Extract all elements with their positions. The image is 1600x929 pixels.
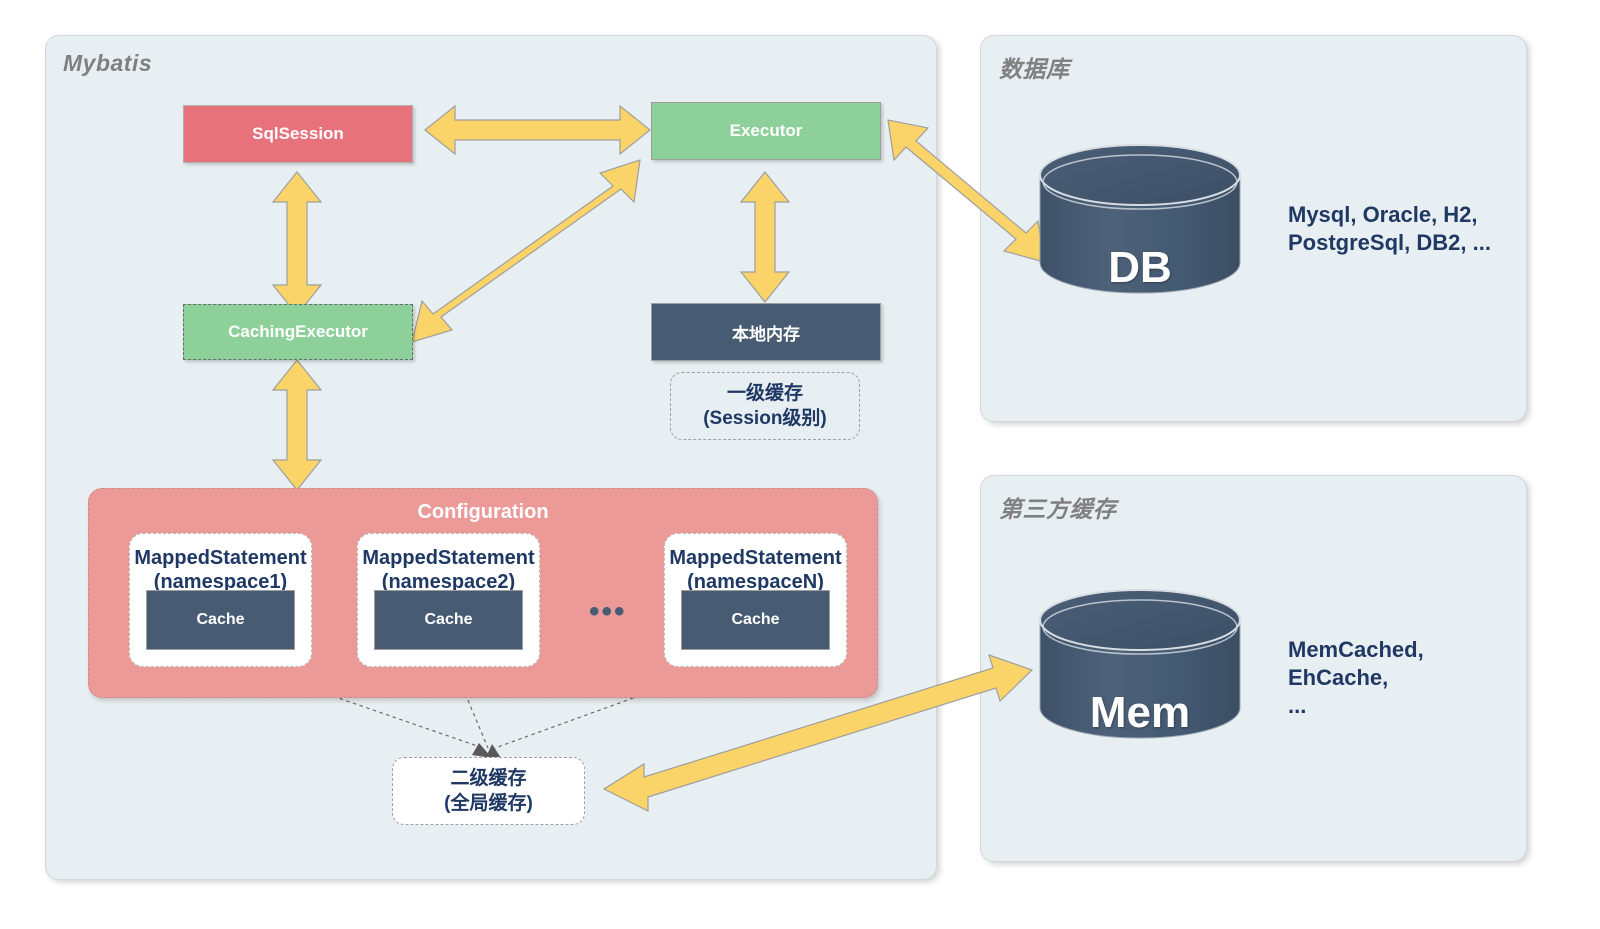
note-first-level-cache: 一级缓存 (Session级别) [670, 372, 860, 440]
configuration-title: Configuration [417, 501, 549, 523]
node-sqlsession-label: SqlSession [252, 124, 344, 143]
dotline-cache1 [213, 654, 484, 749]
mem-cylinder-label: Mem [1089, 688, 1191, 737]
dotline-arrowhead2 [486, 744, 501, 758]
cache-box-1[interactable]: Cache [146, 590, 295, 650]
db-cylinder [1039, 144, 1241, 294]
node-local-memory[interactable]: 本地内存 [651, 303, 881, 361]
cache-box-1-label: Cache [196, 611, 245, 628]
node-local-memory-label: 本地内存 [732, 324, 800, 344]
node-caching-executor[interactable]: CachingExecutor [183, 304, 413, 360]
node-executor-label: Executor [729, 121, 803, 140]
arrow-sqlsession-executor [424, 104, 651, 156]
mapped-statement-n-namespace: (namespaceN) [687, 571, 824, 593]
first-level-cache-line1: 一级缓存 [726, 382, 803, 404]
mapped-statement-2-namespace: (namespace2) [381, 571, 516, 593]
note-second-level-cache: 二级缓存 (全局缓存) [392, 757, 585, 825]
mem-cylinder [1039, 589, 1241, 739]
panel-mybatis-title: Mybatis [63, 50, 153, 76]
cache-box-n-label: Cache [731, 611, 780, 628]
third-party-cache-tech-list: MemCached, EhCache, ... [1288, 637, 1424, 719]
cache-box-n[interactable]: Cache [681, 590, 830, 650]
database-tech-list: Mysql, Oracle, H2, PostgreSql, DB2, ... [1288, 202, 1491, 256]
arrow-secondlevelcache-mem [602, 654, 1034, 812]
first-level-cache-line2: (Session级别) [703, 408, 827, 429]
mapped-statement-1[interactable]: MappedStatement (namespace1) Cache [129, 533, 312, 667]
cache-box-2[interactable]: Cache [374, 590, 523, 650]
second-level-cache-line1: 二级缓存 [450, 767, 527, 789]
panel-database-title: 数据库 [999, 56, 1070, 82]
cache-box-2-label: Cache [424, 611, 473, 628]
node-sqlsession[interactable]: SqlSession [183, 105, 413, 163]
mapped-statement-1-title: MappedStatement [134, 547, 307, 569]
node-caching-executor-label: CachingExecutor [228, 322, 368, 341]
mapped-statement-ellipsis: ••• [589, 595, 627, 628]
arrow-executor-localmemory [739, 171, 791, 303]
mapped-statement-n-title: MappedStatement [669, 547, 842, 569]
second-level-cache-line2: (全局缓存) [444, 793, 533, 814]
dotline-arrowheads [472, 743, 492, 758]
mapped-statement-n[interactable]: MappedStatement (namespaceN) Cache [664, 533, 847, 667]
panel-third-party-cache-title: 第三方缓存 [999, 496, 1117, 522]
db-cylinder-label: DB [1108, 243, 1172, 292]
node-executor[interactable]: Executor [651, 102, 881, 160]
mapped-statement-2-title: MappedStatement [362, 547, 535, 569]
mapped-statement-2[interactable]: MappedStatement (namespace2) Cache [357, 533, 540, 667]
mapped-statement-1-namespace: (namespace1) [153, 571, 288, 593]
